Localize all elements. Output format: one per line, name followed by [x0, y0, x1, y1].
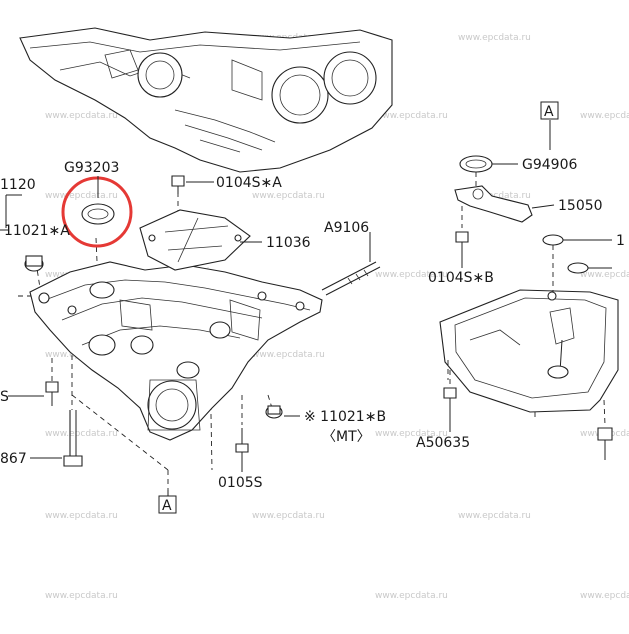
bolts-left-drawing [45, 381, 83, 467]
plug-11021b-drawing [265, 405, 283, 419]
watermark: www.epcdata.ru [45, 591, 118, 601]
plug-11021a-drawing [24, 255, 44, 272]
watermark: www.epcdata.ru [252, 511, 325, 521]
label-0105s: 0105S [218, 475, 263, 491]
label-11021-a: 11021∗A [4, 223, 70, 239]
label-1-right: 1 [616, 233, 625, 249]
bolt-0105s-drawing [235, 428, 249, 453]
watermark: www.epcdata.ru [458, 33, 531, 43]
watermark: www.epcdata.ru [375, 429, 448, 439]
bolt-0104s-b-drawing [455, 231, 469, 258]
watermark: www.epcdata.ru [375, 270, 448, 280]
o-ring-g94906-drawing [459, 155, 493, 173]
oil-pan-drawing [439, 289, 619, 460]
label-leaders [0, 120, 612, 496]
highlight-circle [61, 176, 133, 248]
watermark: www.epcdata.ru [580, 591, 629, 601]
label-g93203: G93203 [64, 160, 119, 176]
watermark: www.epcdata.ru [580, 270, 629, 280]
o-ring-small-right-drawing [542, 234, 589, 292]
reference-box-a-bottom: A [158, 495, 177, 514]
watermark: www.epcdata.ru [375, 591, 448, 601]
reference-label: A [162, 498, 172, 514]
engine-block-drawing [19, 27, 393, 173]
reference-box-a-top: A [540, 101, 559, 120]
label-867: 867 [0, 451, 27, 467]
label-0104s-b: 0104S∗B [428, 270, 494, 286]
watermark: www.epcdata.ru [45, 429, 118, 439]
label-a50635: A50635 [416, 435, 470, 451]
bolt-0104s-a-drawing [171, 175, 185, 194]
watermark: www.epcdata.ru [375, 111, 448, 121]
label-s-left: S [0, 389, 9, 405]
label-g94906: G94906 [522, 157, 577, 173]
oil-strainer-drawing [454, 172, 533, 228]
bolt-a50635-drawing [443, 370, 457, 420]
label-11021-b: ※ 11021∗B [304, 409, 386, 425]
reference-label: A [544, 104, 554, 120]
watermark: www.epcdata.ru [45, 511, 118, 521]
watermark: www.epcdata.ru [458, 191, 531, 201]
label-a9106: A9106 [324, 220, 369, 236]
watermark: www.epcdata.ru [458, 511, 531, 521]
o-ring-g93203-drawing [81, 203, 115, 225]
label-0104s-a: 0104S∗A [216, 175, 282, 191]
watermark: www.epcdata.ru [580, 111, 629, 121]
label-mt: 〈MT〉 [322, 429, 371, 445]
watermark: www.epcdata.ru [45, 191, 118, 201]
label-11036: 11036 [266, 235, 311, 251]
label-1120: 1120 [0, 177, 36, 193]
watermark: www.epcdata.ru [252, 350, 325, 360]
baffle-plate-drawing [139, 209, 251, 271]
watermark: www.epcdata.ru [252, 191, 325, 201]
lower-case-drawing [29, 261, 323, 441]
stud-a9106-drawing [321, 261, 381, 296]
watermark: www.epcdata.ru [45, 111, 118, 121]
label-15050: 15050 [558, 198, 603, 214]
